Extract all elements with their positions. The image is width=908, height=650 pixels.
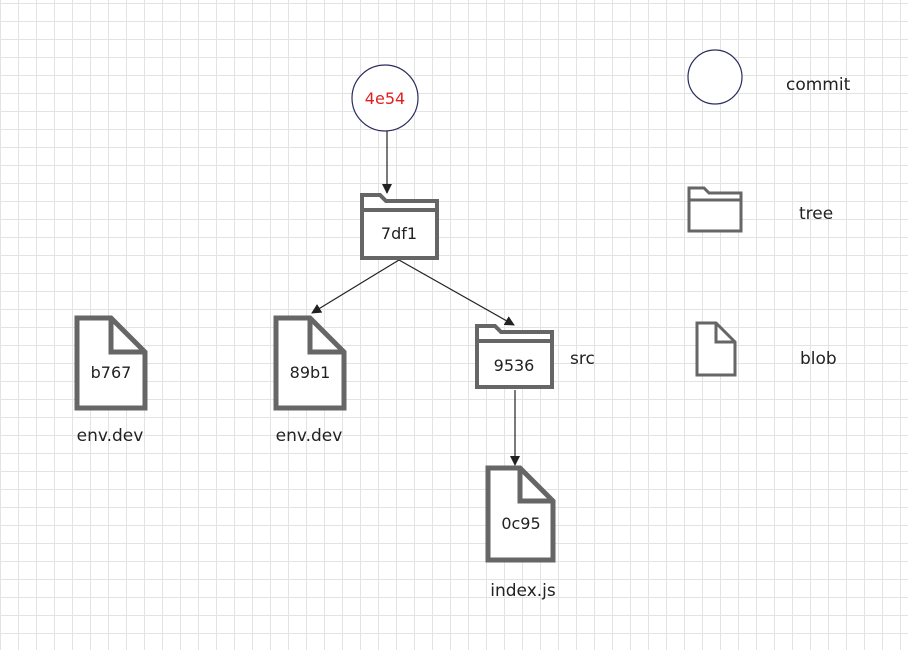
- file-icon: [273, 315, 347, 411]
- file-icon: [485, 465, 556, 563]
- edge-tree-to-src-tree: [398, 259, 515, 326]
- edges: [311, 131, 520, 466]
- file-icon-fold: [714, 323, 735, 344]
- legend-commit-label: commit: [786, 75, 851, 95]
- src-tree-node[interactable]: 9536 src: [475, 324, 595, 389]
- blob-caption: index.js: [490, 581, 556, 601]
- tree-id: 9536: [494, 356, 535, 375]
- blob-node-0c95[interactable]: 0c95 index.js: [485, 465, 556, 601]
- edge-tree-to-env-blob: [311, 259, 400, 314]
- legend-tree: tree: [687, 186, 833, 233]
- blob-id: 0c95: [501, 514, 540, 533]
- commit-node[interactable]: 4e54: [351, 64, 419, 132]
- legend-tree-label: tree: [799, 204, 833, 224]
- legend-commit: commit: [687, 49, 851, 105]
- file-icon-fold: [108, 318, 145, 355]
- legend-blob-label: blob: [800, 349, 837, 369]
- root-tree-node[interactable]: 7df1: [360, 193, 439, 260]
- commit-id: 4e54: [365, 89, 405, 108]
- folder-icon: [687, 186, 743, 233]
- file-icon: [74, 315, 148, 411]
- blob-id: b767: [91, 363, 132, 382]
- blob-caption: env.dev: [276, 426, 343, 446]
- circle-icon: [687, 49, 743, 105]
- blob-id: 89b1: [290, 363, 331, 382]
- file-icon-fold: [517, 468, 553, 504]
- file-icon-fold: [307, 318, 344, 355]
- legend: commit tree blob: [687, 49, 851, 377]
- blob-node-b767[interactable]: b767 env.dev: [74, 315, 148, 446]
- file-icon: [695, 321, 737, 377]
- tree-caption: src: [570, 349, 595, 369]
- tree-id: 7df1: [381, 224, 417, 243]
- commit-circle: [351, 64, 419, 132]
- legend-blob: blob: [695, 321, 837, 377]
- blob-caption: env.dev: [77, 426, 144, 446]
- blob-node-89b1[interactable]: 89b1 env.dev: [273, 315, 347, 446]
